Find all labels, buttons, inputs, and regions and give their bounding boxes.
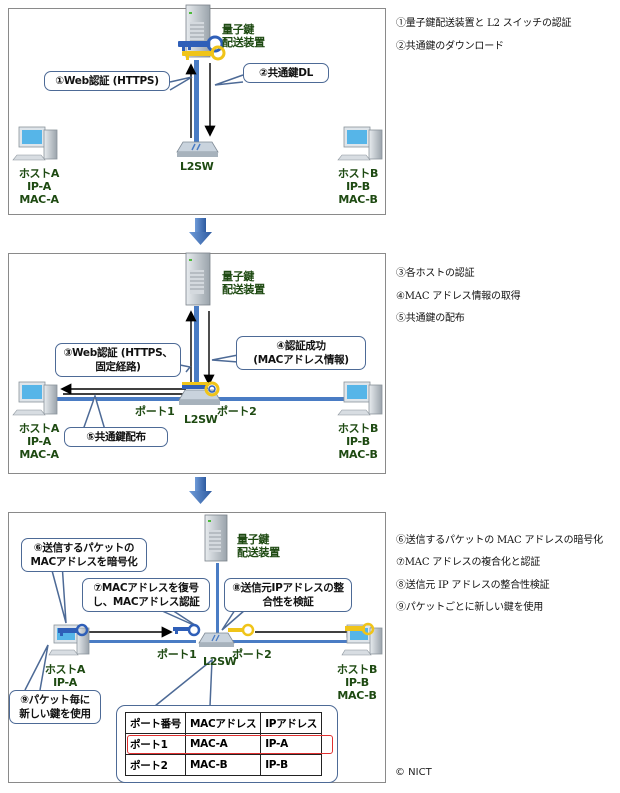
- callout-new-key-per-packet: ⑨パケット毎に新しい鍵を使用: [9, 690, 101, 724]
- callout-pointer: [24, 644, 49, 691]
- switch-label: L2SW: [180, 160, 214, 173]
- header-port-number: ポート番号: [125, 712, 186, 734]
- port-1-label: ポート1: [135, 405, 175, 418]
- step-down-arrow-icon: [189, 477, 212, 504]
- note-2: ②共通鍵のダウンロード: [396, 41, 504, 52]
- server-icon: [185, 252, 211, 306]
- link-server-switch-2: [194, 306, 199, 389]
- link-switch-host-b-3: [228, 640, 356, 643]
- host-a-computer-icon: [12, 126, 58, 161]
- callout-key-distribution: ⑤共通鍵配布: [64, 427, 168, 447]
- note-4: ④MAC アドレス情報の取得: [396, 291, 521, 302]
- header-mac-address: MACアドレス: [184, 712, 262, 734]
- step-down-arrow-icon: [189, 218, 212, 245]
- header-ip-address: IPアドレス: [260, 712, 322, 734]
- server-label: 量子鍵配送装置: [222, 270, 265, 296]
- switch-label: L2SW: [203, 655, 237, 668]
- callout-key-download: ②共通鍵DL: [243, 63, 329, 83]
- switch-label: L2SW: [184, 413, 218, 426]
- callout-web-auth: ①Web認証 (HTTPS): [44, 71, 170, 91]
- note-9: ⑨パケットごとに新しい鍵を使用: [396, 602, 543, 613]
- note-1: ①量子鍵配送装置と L2 スイッチの認証: [396, 18, 572, 29]
- l2-switch-icon: [198, 632, 235, 647]
- table-row: ポート2 MAC-B IP-B: [125, 754, 322, 776]
- callout-auth-success: ④認証成功(MACアドレス情報): [236, 336, 366, 370]
- note-3: ③各ホストの認証: [396, 268, 475, 279]
- yellow-key-icon: [182, 45, 226, 61]
- cell-port: ポート2: [125, 754, 186, 776]
- callout-pointer: [154, 658, 213, 707]
- callout-decrypt-mac: ⑦MACアドレスを復号し、MACアドレス認証: [82, 578, 210, 612]
- callout-pointer: [179, 364, 192, 373]
- blue-key-icon: [178, 35, 224, 53]
- link-server-switch-3: [216, 563, 219, 637]
- link-host-a-switch-3: [84, 640, 196, 643]
- blue-key-icon: [173, 623, 201, 637]
- callout-pointer: [211, 354, 239, 363]
- copyright-text: © NICT: [395, 767, 432, 778]
- server-icon: [204, 514, 228, 562]
- callout-pointer: [221, 609, 246, 631]
- callout-pointer: [49, 562, 67, 624]
- port-table: ポート番号 MACアドレス IPアドレス ポート1 MAC-A IP-A ポート…: [125, 712, 322, 776]
- callout-host-auth: ③Web認証 (HTTPS、固定経路): [55, 343, 181, 377]
- callout-pointer: [82, 393, 106, 431]
- port-2-label: ポート2: [232, 648, 272, 661]
- server-label: 量子鍵配送装置: [222, 23, 265, 49]
- callout-verify-ip: ⑧送信元IPアドレスの整合性を検証: [224, 578, 352, 612]
- note-5: ⑤共通鍵の配布: [396, 313, 465, 324]
- yellow-key-icon: [228, 623, 255, 637]
- highlighted-row-outline: [127, 735, 333, 754]
- host-b-computer-icon: [337, 381, 383, 416]
- note-7: ⑦MAC アドレスの複合化と認証: [396, 557, 541, 568]
- l2-switch-with-key-icon: [178, 381, 221, 405]
- server-label: 量子鍵配送装置: [237, 533, 280, 559]
- note-6: ⑥送信するパケットの MAC アドレスの暗号化: [396, 535, 603, 546]
- link-host-a-switch-2: [50, 397, 190, 401]
- callout-pointer: [214, 74, 244, 86]
- port-2-label: ポート2: [217, 405, 257, 418]
- port-1-label: ポート1: [157, 648, 197, 661]
- table-header-row: ポート番号 MACアドレス IPアドレス: [125, 712, 322, 734]
- cell-ip: IP-B: [260, 754, 322, 776]
- yellow-key-icon: [345, 622, 375, 636]
- host-a-computer-icon: [12, 381, 58, 416]
- callout-pointer: [169, 76, 193, 91]
- link-switch-host-b-2: [218, 397, 345, 401]
- host-b-computer-icon: [337, 126, 383, 161]
- l2-switch-icon: [176, 141, 219, 157]
- link-server-switch-1: [194, 60, 199, 142]
- cell-mac: MAC-B: [184, 754, 262, 776]
- note-8: ⑧送信元 IP アドレスの整合性検証: [396, 580, 550, 591]
- blue-key-icon: [58, 623, 89, 637]
